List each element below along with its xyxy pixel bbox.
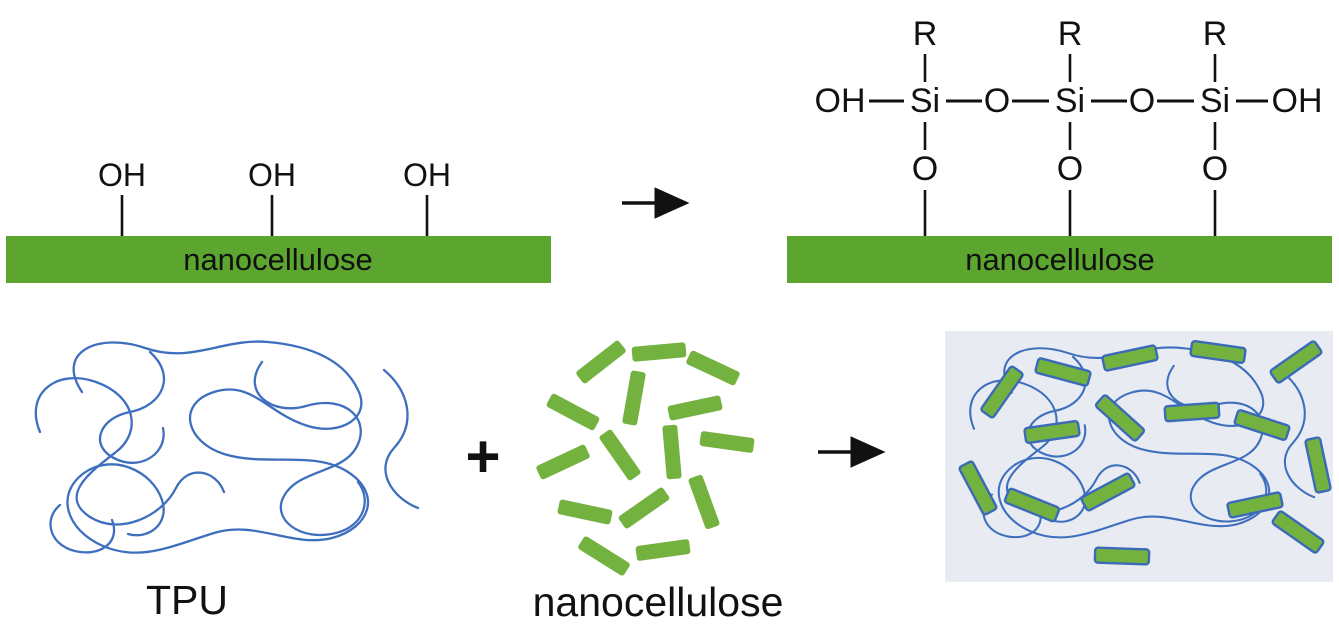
tpu-label: TPU: [146, 577, 228, 623]
tpu-coil: [34, 340, 420, 554]
nanocellulose-rod: [699, 430, 755, 454]
composite-rod: [1093, 546, 1151, 566]
r-group-label: R: [913, 15, 938, 53]
r-group-label: R: [1203, 15, 1228, 53]
top-left-panel: OH OH OH nanocellulose: [6, 157, 551, 283]
r-group-label: R: [1058, 15, 1083, 53]
nanocellulose-bar: [6, 236, 551, 283]
top-right-panel: R R R OH Si O Si O Si OH O O O nanocel: [787, 15, 1332, 283]
nanocellulose-bar: [787, 236, 1332, 283]
plus-sign: +: [465, 423, 500, 490]
nanocellulose-rod: [598, 428, 642, 482]
silane-atom: Si: [910, 82, 940, 120]
filler-label: nanocellulose: [533, 579, 784, 625]
hydroxyl-label: OH: [403, 157, 451, 193]
silane-atom: OH: [815, 82, 866, 120]
nanocellulose-rod: [631, 342, 687, 362]
nanocellulose-rod: [617, 486, 671, 530]
oxygen-linker-label: O: [1202, 150, 1228, 188]
hydroxyl-label: OH: [98, 157, 146, 193]
nanocellulose-rod: [545, 392, 601, 432]
bar-label: nanocellulose: [965, 242, 1155, 277]
nanocellulose-rod: [685, 349, 741, 387]
composite-panel: [945, 331, 1333, 582]
nanocellulose-rod: [577, 535, 631, 577]
silane-atom: Si: [1055, 82, 1085, 120]
hydroxyl-label: OH: [248, 157, 296, 193]
composite-rod: [1163, 401, 1221, 423]
nanocellulose-rod: [635, 538, 691, 562]
nanocellulose-rods-cluster: [535, 339, 755, 577]
bar-label: nanocellulose: [183, 242, 373, 277]
silane-atom: O: [1129, 82, 1155, 120]
nanocellulose-rod: [687, 474, 721, 530]
silane-atom: O: [984, 82, 1010, 120]
nanocellulose-rod: [667, 395, 723, 421]
oxygen-linker-label: O: [1057, 150, 1083, 188]
nanocellulose-rod: [621, 370, 647, 426]
oxygen-linker-label: O: [912, 150, 938, 188]
silane-atom: OH: [1272, 82, 1323, 120]
nanocellulose-rod: [557, 499, 613, 525]
silane-atom: Si: [1200, 82, 1230, 120]
nanocellulose-rod: [535, 443, 591, 481]
nanocellulose-rod: [662, 424, 682, 480]
nanocellulose-rod: [575, 339, 627, 385]
